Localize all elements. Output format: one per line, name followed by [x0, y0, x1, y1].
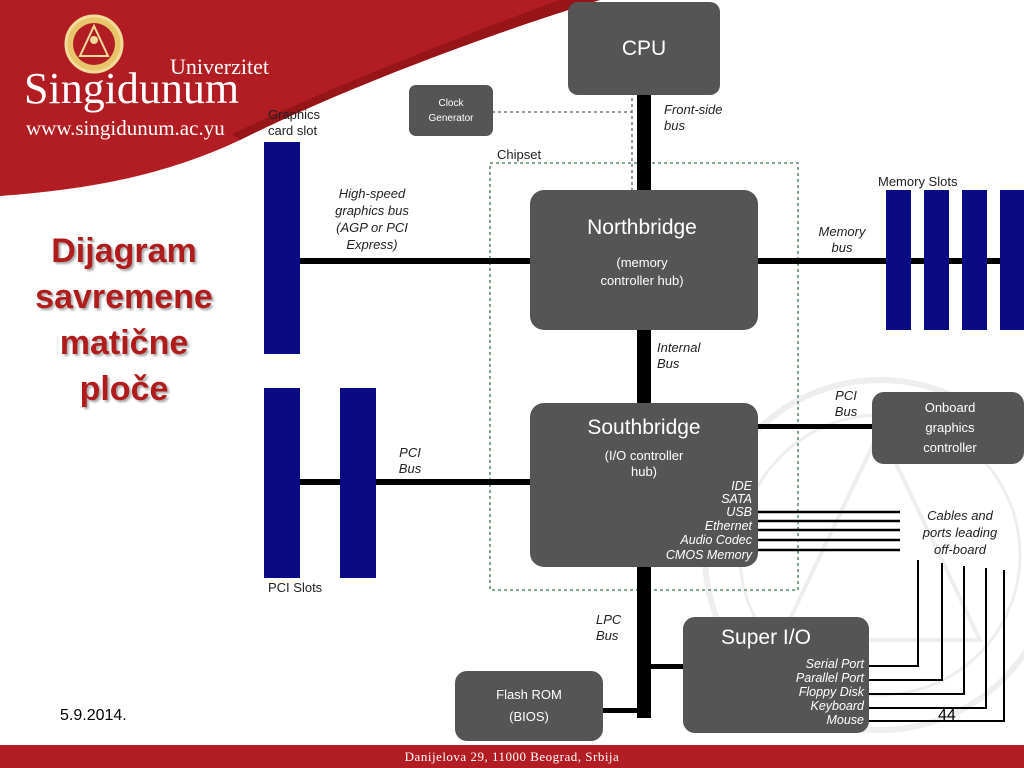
pci-bus-right-line: [756, 424, 876, 429]
onboard-graphics-label: Onboard: [925, 400, 976, 415]
pci-bus-right-label: PCI: [835, 388, 857, 403]
southbridge-port-label: Ethernet: [705, 519, 753, 533]
southbridge-port-label: USB: [726, 505, 752, 519]
front-side-bus-label: bus: [664, 118, 685, 133]
southbridge-sub: (I/O controller: [605, 448, 684, 463]
front-side-bus-label: Front-side: [664, 102, 723, 117]
flash-rom-label: Flash ROM: [496, 687, 562, 702]
super-io-port-label: Keyboard: [810, 699, 865, 713]
memory-slots-label: Memory Slots: [878, 174, 958, 189]
onboard-graphics-box: [872, 392, 1024, 464]
southbridge-box: [530, 403, 758, 567]
high-speed-bus-label: Express): [346, 237, 397, 252]
footer-bar: [0, 745, 1024, 768]
super-io-port-label: Floppy Disk: [799, 685, 865, 699]
flash-rom-label: (BIOS): [509, 709, 549, 724]
cables-label: ports leading: [922, 525, 998, 540]
front-side-bus-line: [637, 95, 651, 195]
logo-name: Singidunum: [24, 64, 240, 113]
cpu-label: CPU: [622, 37, 666, 60]
university-emblem-icon: [64, 14, 124, 74]
footer-date: 5.9.2014.: [60, 707, 127, 724]
cpu-box: [568, 2, 720, 95]
lpc-bus-label: Bus: [596, 628, 619, 643]
southbridge-sub: hub): [631, 464, 657, 479]
pci-bus-left-label: PCI: [399, 445, 421, 460]
memory-bus-label: Memory: [819, 224, 867, 239]
slide-title-line: matične: [59, 324, 189, 362]
footer-address: Danijelova 29, 11000 Beograd, Srbija: [404, 749, 620, 764]
logo-url: www.singidunum.ac.yu: [26, 116, 225, 140]
memory-bus-line: [756, 258, 1004, 264]
pci-bus-left-label: Bus: [399, 461, 422, 476]
northbridge-title: Northbridge: [587, 216, 697, 239]
northbridge-box: [530, 190, 758, 330]
internal-bus-label: Bus: [657, 356, 680, 371]
pci-bus-left-line: [300, 479, 532, 485]
super-io-port-label: Serial Port: [806, 657, 865, 671]
slide-title-line: savremene: [35, 278, 213, 316]
memory-slot: [1000, 190, 1024, 330]
lpc-bus-label: LPC: [596, 612, 622, 627]
internal-bus-label: Internal: [657, 340, 701, 355]
lpc-bus-line: [637, 566, 651, 718]
superio-cable-lines: [866, 560, 1005, 722]
graphics-bus-line: [300, 258, 532, 264]
lpc-to-superio-line: [651, 664, 685, 669]
memory-slot: [924, 190, 949, 330]
slide-title-line: ploče: [79, 370, 169, 408]
pci-slot-link: [300, 479, 340, 485]
northbridge-sub: controller hub): [600, 273, 683, 288]
slide-title: Dijagram savremene matične ploče: [10, 228, 238, 412]
onboard-graphics-label: graphics: [925, 420, 975, 435]
onboard-graphics-label: controller: [923, 440, 977, 455]
clock-generator-label: Generator: [428, 113, 474, 124]
flash-rom-box: [455, 671, 603, 741]
southbridge-port-label: IDE: [731, 479, 753, 493]
logo-university-text: Univerzitet: [170, 54, 269, 79]
graphics-card-slot-label: Graphics: [268, 107, 321, 122]
pci-bus-right-label: Bus: [835, 404, 858, 419]
northbridge-sub: (memory: [616, 255, 668, 270]
slide-title-line: Dijagram: [51, 232, 197, 270]
southbridge-port-lines: [756, 510, 900, 552]
southbridge-title: Southbridge: [587, 416, 700, 439]
super-io-box: [683, 617, 869, 733]
memory-slot: [886, 190, 911, 330]
memory-bus-label: bus: [832, 240, 853, 255]
high-speed-bus-label: High-speed: [339, 186, 406, 201]
graphics-card-slot-label: card slot: [268, 123, 318, 138]
super-io-title: Super I/O: [721, 626, 811, 649]
cables-label: off-board: [934, 542, 987, 557]
pci-slot: [264, 388, 300, 578]
super-io-port-label: Mouse: [826, 713, 864, 727]
lpc-to-flash-line: [602, 708, 638, 713]
cables-label: Cables and: [927, 508, 994, 523]
chipset-label: Chipset: [497, 147, 541, 162]
page-number: 44: [938, 707, 956, 724]
internal-bus-line: [637, 328, 651, 404]
high-speed-bus-label: graphics bus: [335, 203, 409, 218]
southbridge-port-label: SATA: [721, 492, 752, 506]
pci-slot: [340, 388, 376, 578]
high-speed-bus-label: (AGP or PCI: [336, 220, 408, 235]
super-io-port-label: Parallel Port: [796, 671, 865, 685]
memory-slot: [962, 190, 987, 330]
southbridge-port-label: Audio Codec: [679, 533, 752, 547]
graphics-card-slot: [264, 142, 300, 354]
clock-generator-label: Clock: [438, 98, 464, 109]
southbridge-port-label: CMOS Memory: [666, 548, 753, 562]
clock-generator-box: [409, 85, 493, 136]
pci-slots-label: PCI Slots: [268, 580, 323, 595]
